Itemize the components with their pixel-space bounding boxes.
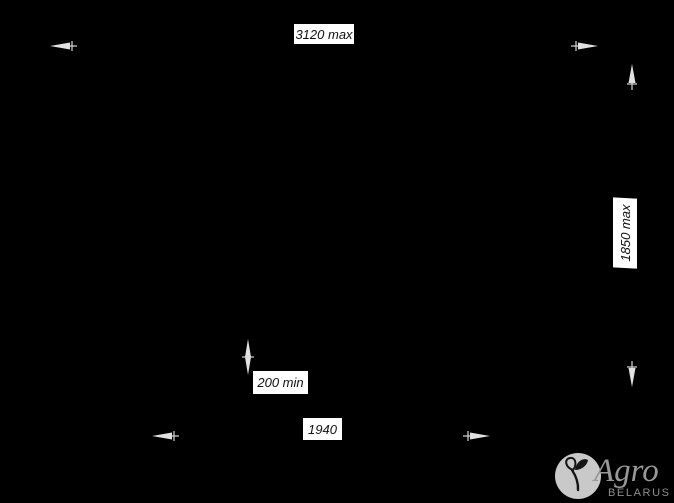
dim-label-overall-height: 1850 max	[613, 197, 637, 269]
dim-label-ground-clearance: 200 min	[253, 371, 308, 394]
double-arrow-vertical-icon	[242, 338, 254, 376]
logo-brand-text: Agro	[594, 453, 659, 489]
dim-label-overall-width: 3120 max	[294, 24, 354, 44]
dim-label-track-width: 1940	[303, 418, 342, 440]
arrowhead-right-icon	[462, 430, 490, 442]
arrowhead-left-icon	[50, 40, 78, 52]
brand-logo: Agro BELARUS	[553, 451, 674, 503]
arrowhead-left-icon	[152, 430, 180, 442]
sprout-icon	[555, 453, 601, 499]
arrowhead-right-icon	[570, 40, 598, 52]
logo-country-text: BELARUS	[608, 487, 671, 499]
arrowhead-up-icon	[626, 64, 638, 90]
arrowhead-down-icon	[626, 361, 638, 387]
